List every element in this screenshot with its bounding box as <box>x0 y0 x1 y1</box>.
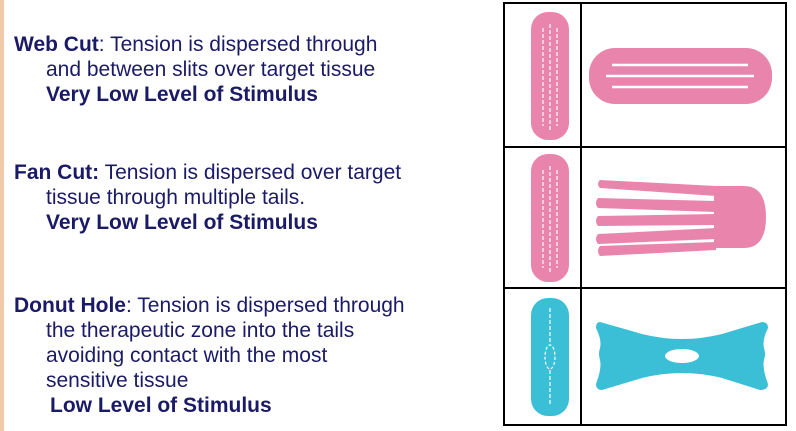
web-cut-first-line: Web Cut: Tension is dispersed through <box>14 32 498 57</box>
web-cut-tape-roll-icon <box>531 12 569 140</box>
donut-hole-stimulus: Low Level of Stimulus <box>50 394 272 417</box>
web-cut-term: Web Cut <box>14 33 99 56</box>
web-cut-entry: Web Cut: Tension is dispersed through an… <box>14 32 498 107</box>
donut-hole-entry: Donut Hole: Tension is dispersed through… <box>14 293 498 418</box>
donut-hole-desc-2: the therapeutic zone into the tails <box>46 319 355 342</box>
grid-divider-vertical <box>580 2 582 426</box>
donut-hole-tape-strip-icon <box>596 322 768 390</box>
donut-hole-desc-1: : Tension is dispersed through <box>125 294 405 317</box>
fan-cut-stimulus: Very Low Level of Stimulus <box>46 211 318 234</box>
left-edge-stripe <box>0 0 4 431</box>
donut-hole-desc-3: avoiding contact with the most <box>46 344 328 367</box>
fan-cut-first-line: Fan Cut: Tension is dispersed over targe… <box>14 160 498 185</box>
donut-hole-tape-roll-icon <box>531 298 569 416</box>
grid-divider-row-2 <box>503 287 787 289</box>
fan-cut-entry: Fan Cut: Tension is dispersed over targe… <box>14 160 498 235</box>
web-cut-desc-2: and between slits over target tissue <box>46 58 376 81</box>
fan-cut-tape-roll-icon <box>531 154 569 282</box>
grid-divider-row-1 <box>503 146 787 148</box>
fan-cut-desc-2: tissue through multiple tails. <box>46 186 306 209</box>
donut-hole-desc-4: sensitive tissue <box>46 369 189 392</box>
web-cut-desc-1: : Tension is dispersed through <box>98 33 378 56</box>
fan-cut-desc-1: Tension is dispersed over target <box>99 161 402 184</box>
fan-cut-tape-strip-icon <box>596 180 766 256</box>
fan-cut-term: Fan Cut: <box>14 161 100 184</box>
donut-hole-term: Donut Hole <box>14 294 126 317</box>
donut-hole-first-line: Donut Hole: Tension is dispersed through <box>14 293 498 318</box>
web-cut-stimulus: Very Low Level of Stimulus <box>46 83 318 106</box>
web-cut-tape-strip-icon <box>589 48 772 104</box>
